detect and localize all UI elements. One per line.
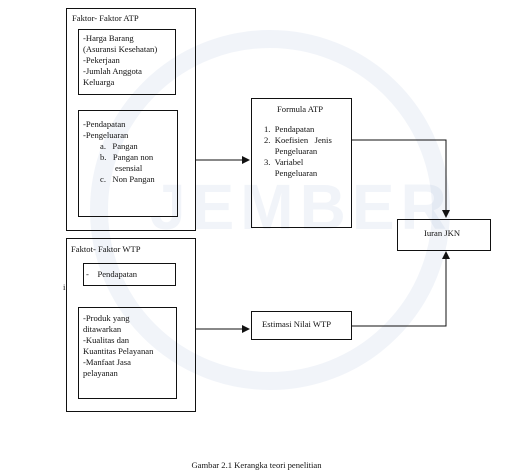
atp-group2-box bbox=[78, 110, 178, 217]
atp-group1-line: -Harga Barang bbox=[83, 33, 134, 43]
atp-group1-line: -Pekerjaan bbox=[83, 55, 120, 65]
iuran-jkn-title: Iuran JKN bbox=[424, 228, 461, 238]
stray-mark: i bbox=[63, 282, 66, 292]
wtp-group2-line: -Produk yang bbox=[83, 313, 130, 323]
formula-atp-item: 1. Pendapatan bbox=[264, 124, 315, 134]
formula-atp-title: Formula ATP bbox=[277, 104, 324, 114]
formula-atp-item: Pengeluaran bbox=[264, 168, 318, 178]
formula-atp-item: 3. Variabel bbox=[264, 157, 304, 167]
atp-group2-head: -Pendapatan bbox=[83, 119, 126, 129]
atp-group1-line: -Jumlah Anggota bbox=[83, 66, 142, 76]
atp-group1-line: Keluarga bbox=[83, 77, 115, 87]
arrow-formula-to-iuran bbox=[352, 139, 450, 218]
atp-group1-box bbox=[78, 29, 176, 95]
figure-caption: Gambar 2.1 Kerangka teori penelitian bbox=[191, 460, 322, 470]
formula-atp-list: 1. Pendapatan 2. Koefisien Jenis Pengelu… bbox=[264, 124, 332, 179]
wtp-group1-text: - Pendapatan bbox=[86, 269, 138, 279]
wtp-group2-line: -Manfaat Jasa bbox=[83, 357, 131, 367]
atp-group2-item: b. Pangan non bbox=[100, 152, 154, 162]
wtp-group2-box bbox=[78, 307, 177, 399]
wtp-group2-line: -Kualitas dan bbox=[83, 335, 130, 345]
wtp-group2-line: Kuantitas Pelayanan bbox=[83, 346, 154, 356]
formula-atp-item: Pengeluaran bbox=[264, 146, 318, 156]
atp-group1-line: (Asuransi Kesehatan) bbox=[83, 44, 158, 54]
atp-factors-box bbox=[66, 8, 196, 231]
atp-group1-list: -Harga Barang (Asuransi Kesehatan) -Peke… bbox=[83, 33, 157, 88]
atp-factors-title: Faktor- Faktor ATP bbox=[72, 13, 139, 23]
formula-atp-box bbox=[251, 98, 352, 228]
wtp-factors-box bbox=[66, 238, 196, 412]
iuran-jkn-box bbox=[397, 219, 491, 251]
wtp-factors-title: Faktot- Faktor WTP bbox=[71, 244, 141, 254]
atp-group2-item: esensial bbox=[100, 163, 143, 173]
wtp-group2-line: pelayanan bbox=[83, 368, 118, 378]
atp-group2-head: -Pengeluaran bbox=[83, 130, 129, 140]
formula-atp-item: 2. Koefisien Jenis bbox=[264, 135, 332, 145]
atp-group2-list: -Pendapatan -Pengeluaran a. Pangan b. Pa… bbox=[83, 119, 155, 185]
atp-group2-item: a. Pangan bbox=[100, 141, 138, 151]
wtp-group2-line: ditawarkan bbox=[83, 324, 122, 334]
estimasi-wtp-box bbox=[251, 311, 352, 340]
estimasi-wtp-title: Estimasi Nilai WTP bbox=[262, 319, 332, 329]
arrow-estimasi-to-iuran bbox=[352, 251, 450, 327]
wtp-group2-list: -Produk yang ditawarkan -Kualitas dan Ku… bbox=[83, 313, 153, 379]
wtp-group1-box bbox=[83, 263, 176, 286]
atp-group2-item: c. Non Pangan bbox=[100, 174, 155, 184]
